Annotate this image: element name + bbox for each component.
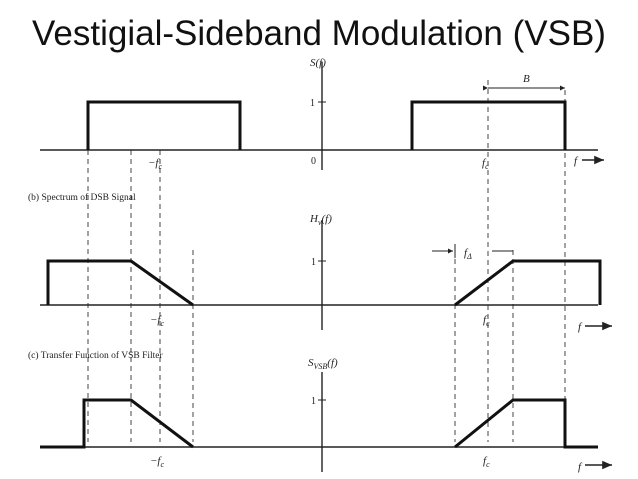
slide-title: Vestigial-Sideband Modulation (VSB) [32,14,606,53]
panel-c-freq-label: f [578,461,583,473]
panel-b-neg-fc: −f [150,314,162,326]
panel-a-left-band [86,100,242,150]
panel-b-left-response [46,259,194,307]
svg-text:SVSB(f): SVSB(f) [308,357,338,371]
panel-b-right-response [454,259,602,307]
svg-text:−fc: −fc [150,455,164,469]
svg-text:−fc: −fc [150,314,164,328]
panel-a-freq-label: f [574,155,579,167]
panel-b-delta-label: f [464,247,469,259]
panel-a-right-band [410,100,567,150]
panel-b-freq-label: f [578,321,583,333]
panel-a-one-label: 1 [310,98,315,109]
svg-text:fc: fc [482,157,489,171]
panel-b-ylabel: H [309,213,319,225]
panel-c-ylabel: S [308,357,314,369]
panel-a-neg-fc: −f [148,157,160,169]
panel-c-right-sideband [454,398,598,449]
panel-vsb-filter: (b) Spectrum of DSB Signal Hv(f) 1 −fc f… [28,192,612,333]
svg-text:fc: fc [483,455,490,469]
panel-dsb-spectrum: S(f) 1 0 −fc fc f B [40,57,604,171]
panel-a-caption: (b) Spectrum of DSB Signal [28,192,136,203]
svg-text:fc: fc [483,314,490,328]
svg-text:fΔ: fΔ [464,247,472,261]
panel-a-ylabel: S(f) [310,57,326,69]
panel-a-zero-label: 0 [311,156,316,167]
panel-c-left-sideband [40,398,194,449]
panel-c-pos-fc: f [483,455,488,467]
svg-text:−fc: −fc [148,157,162,171]
panel-b-one-label: 1 [311,257,316,268]
alignment-guides [87,80,566,442]
panel-c-one-label: 1 [311,396,316,407]
panel-b-caption: (c) Transfer Function of VSB Filter [28,350,164,361]
svg-text:Hv(f): Hv(f) [309,213,332,227]
panel-a-bandwidth-label: B [523,73,530,85]
svg-text:S(f): S(f) [310,57,326,69]
panel-b-pos-fc: f [483,314,488,326]
panel-a-pos-fc: f [482,157,487,169]
panel-c-neg-fc: −f [150,455,162,467]
panel-vsb-spectrum: (c) Transfer Function of VSB Filter SVSB… [28,350,612,473]
